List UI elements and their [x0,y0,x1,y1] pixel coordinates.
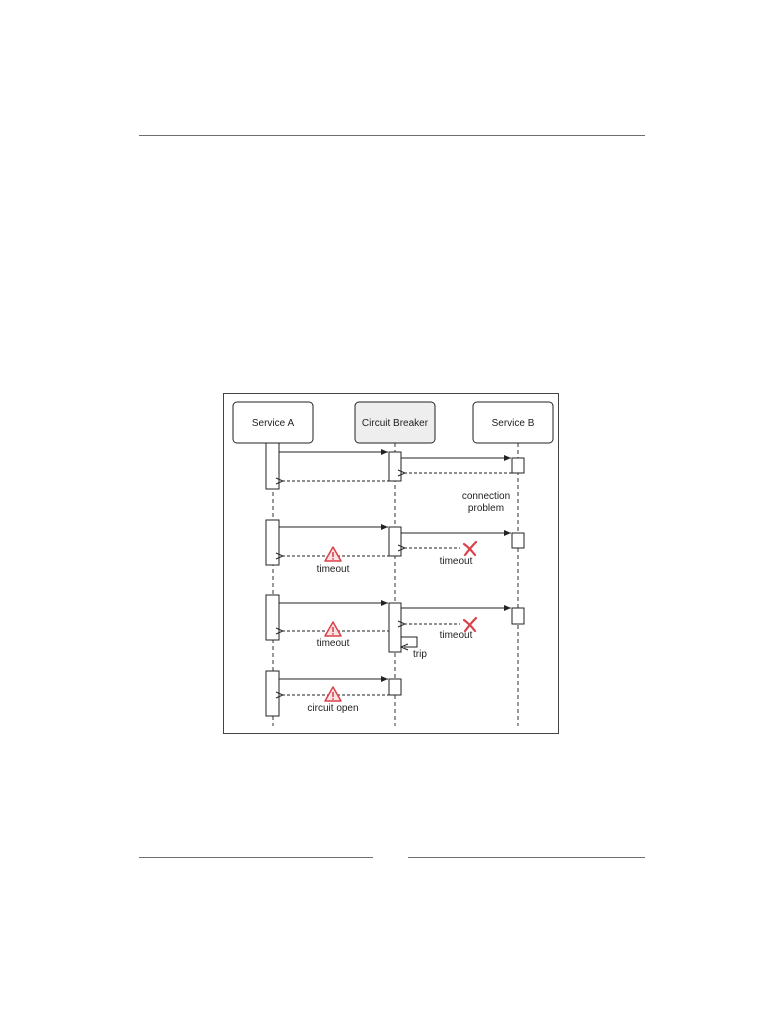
timeout-label: timeout [440,556,473,567]
participant-label: Service A [252,418,295,429]
participant-label: Circuit Breaker [362,418,429,429]
activation-a-4 [265,670,280,717]
activation-b-1 [511,457,525,474]
participant-circuit-breaker: Circuit Breaker [354,401,436,444]
top-rule [139,135,645,136]
bottom-rule-right [408,857,645,858]
activation-b-3 [511,607,525,625]
timeout-label: timeout [440,630,473,641]
activation-a-1 [265,442,280,490]
participant-label: Service B [492,418,535,429]
participant-service-b: Service B [472,401,554,444]
activation-cb-3 [388,602,402,653]
timeout-label: timeout [317,564,350,575]
circuit-open-label: circuit open [307,703,358,714]
activation-cb-2 [388,526,402,557]
activation-cb-4 [388,678,402,696]
connection-problem-label: problem [468,503,504,514]
bottom-rule-left [139,857,373,858]
timeout-label: timeout [317,638,350,649]
participant-service-a: Service A [232,401,314,444]
trip-label: trip [413,649,427,660]
activation-cb-1 [388,451,402,482]
activation-a-2 [265,519,280,566]
trip-self-arrow [401,636,418,648]
connection-problem-label: connection [462,491,510,502]
activation-a-3 [265,594,280,641]
activation-b-2 [511,532,525,549]
